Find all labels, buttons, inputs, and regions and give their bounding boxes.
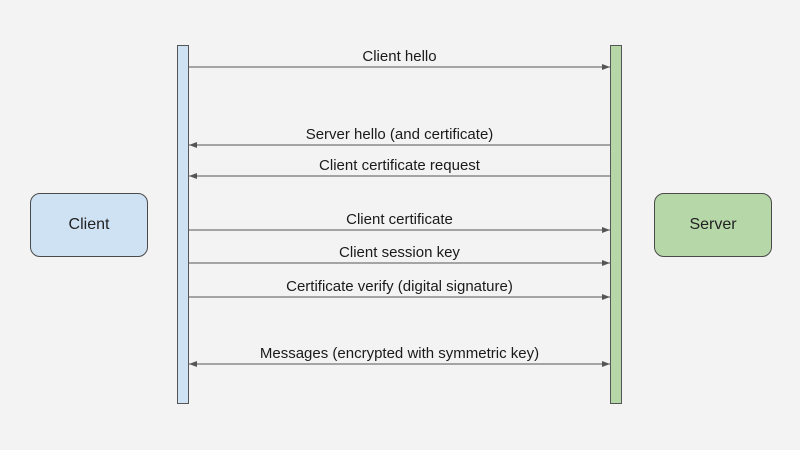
server-actor: Server (654, 193, 772, 257)
server-lifeline (610, 45, 622, 404)
message-label: Client certificate (346, 211, 453, 228)
message-label: Messages (encrypted with symmetric key) (260, 345, 539, 362)
client-lifeline (177, 45, 189, 404)
message-4: Client certificate (189, 211, 610, 233)
message-2: Server hello (and certificate) (189, 126, 610, 148)
server-actor-label: Server (689, 216, 737, 233)
message-label: Client certificate request (319, 157, 481, 174)
message-label: Client session key (339, 244, 460, 261)
message-1: Client hello (189, 48, 610, 70)
message-7: Messages (encrypted with symmetric key) (189, 345, 610, 367)
message-3: Client certificate request (189, 157, 610, 179)
client-actor: Client (30, 193, 148, 257)
message-6: Certificate verify (digital signature) (189, 278, 610, 300)
message-label: Client hello (362, 48, 436, 65)
message-5: Client session key (189, 244, 610, 266)
client-actor-label: Client (68, 216, 110, 233)
message-label: Server hello (and certificate) (306, 126, 494, 143)
message-label: Certificate verify (digital signature) (286, 278, 513, 295)
